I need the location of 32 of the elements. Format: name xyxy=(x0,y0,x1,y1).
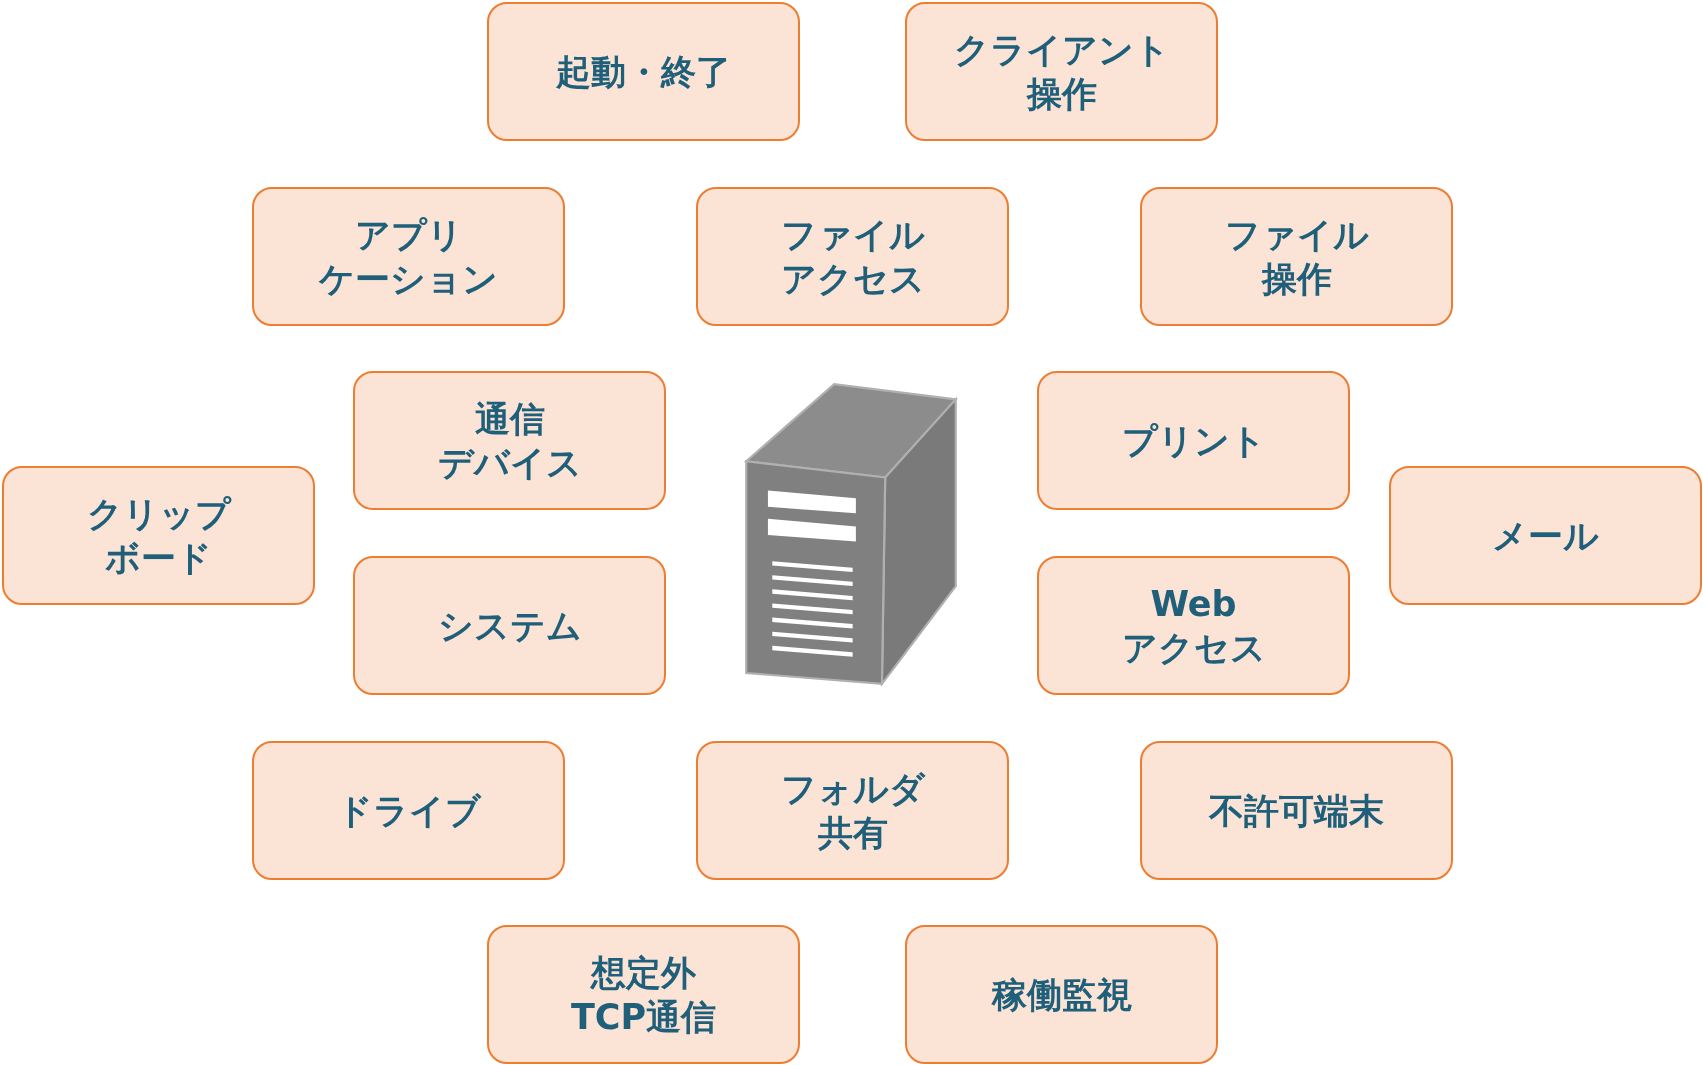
box-label: 通信デバイス xyxy=(437,397,582,485)
box-label: プリント xyxy=(1121,419,1266,463)
function-box xyxy=(252,741,565,880)
box-label: メール xyxy=(1492,514,1599,558)
function-box xyxy=(252,187,565,326)
function-box xyxy=(1389,466,1702,605)
function-box xyxy=(2,466,315,605)
function-box xyxy=(905,2,1218,141)
box-label: ドライブ xyxy=(336,789,481,833)
function-box xyxy=(696,187,1009,326)
function-box xyxy=(487,2,800,141)
function-box xyxy=(1037,556,1350,695)
function-box xyxy=(1037,371,1350,510)
box-label: クリップボード xyxy=(86,492,231,580)
function-box xyxy=(1140,187,1453,326)
box-label: ファイルアクセス xyxy=(780,213,925,301)
box-label: フォルダ共有 xyxy=(780,767,925,855)
box-label: 起動・終了 xyxy=(556,50,731,94)
box-label: システム xyxy=(437,604,582,648)
box-label: ファイル操作 xyxy=(1224,213,1369,301)
box-label: 稼働監視 xyxy=(991,973,1132,1017)
box-label: Webアクセス xyxy=(1121,582,1266,670)
box-label: アプリケーション xyxy=(319,213,498,301)
function-box xyxy=(353,556,666,695)
function-box xyxy=(696,741,1009,880)
function-box xyxy=(487,925,800,1064)
box-label: 想定外TCP通信 xyxy=(570,951,717,1039)
function-box xyxy=(353,371,666,510)
box-label: クライアント操作 xyxy=(953,28,1170,116)
box-label: 不許可端末 xyxy=(1209,789,1384,833)
function-box xyxy=(1140,741,1453,880)
function-box xyxy=(905,925,1218,1064)
